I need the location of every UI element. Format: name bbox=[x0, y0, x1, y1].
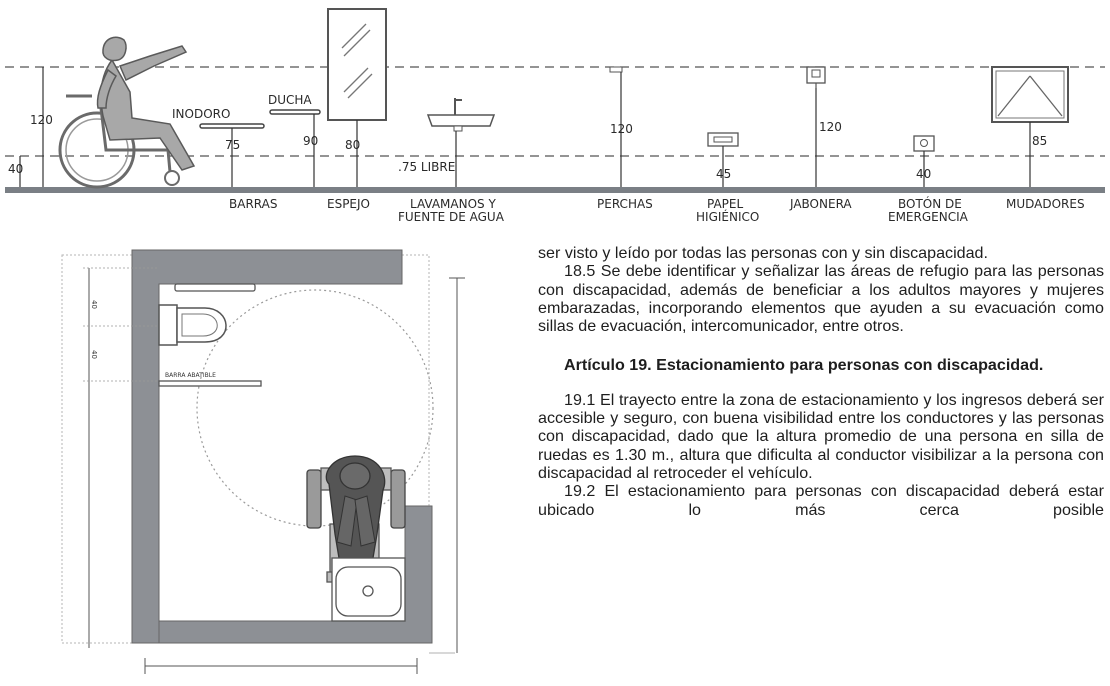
label-boton-1: BOTÓN DE bbox=[898, 196, 962, 211]
label-mudadores: MUDADORES bbox=[1006, 197, 1085, 211]
toilet-icon bbox=[158, 304, 227, 346]
label-barras: BARRAS bbox=[229, 197, 277, 211]
height-40-left: 40 bbox=[8, 162, 23, 176]
height-120-left: 120 bbox=[30, 113, 53, 127]
label-jabonera: JABONERA bbox=[789, 197, 852, 211]
height-120-jabonera: 120 bbox=[819, 120, 842, 134]
bathroom-floor-plan: BARRA ABATIBLE 40 40 bbox=[61, 249, 465, 674]
toilet-paper-icon bbox=[707, 132, 739, 147]
label-papel-2: HIGIÉNICO bbox=[696, 209, 759, 224]
spacer bbox=[538, 335, 1104, 356]
label-inodoro: INODORO bbox=[172, 107, 230, 121]
label-barra-abatible: BARRA ABATIBLE bbox=[165, 372, 216, 379]
label-libre: .75 LIBRE bbox=[398, 160, 455, 174]
dim-40-top: 40 bbox=[90, 300, 98, 309]
changing-table-icon bbox=[991, 66, 1069, 123]
paragraph-18-5: 18.5 Se debe identificar y señalizar las… bbox=[538, 262, 1104, 336]
label-perchas: PERCHAS bbox=[597, 197, 653, 211]
floor-line bbox=[5, 187, 1105, 193]
label-ducha: DUCHA bbox=[268, 93, 312, 107]
body-text-column: ser visto y leído por todas las personas… bbox=[538, 244, 1104, 519]
article-19-heading: Artículo 19. Estacionamiento para person… bbox=[564, 356, 1044, 375]
folding-grab-bar bbox=[158, 380, 262, 387]
height-120-perchas: 120 bbox=[610, 122, 633, 136]
label-lavamanos-2: FUENTE DE AGUA bbox=[398, 210, 505, 224]
wheelchair-user-icon bbox=[58, 36, 196, 189]
height-75: 75 bbox=[225, 138, 240, 152]
label-papel-1: PAPEL bbox=[707, 197, 743, 211]
height-40-boton: 40 bbox=[916, 167, 931, 181]
height-80: 80 bbox=[345, 138, 360, 152]
label-lavamanos-1: LAVAMANOS Y bbox=[410, 197, 496, 211]
height-45: 45 bbox=[716, 167, 731, 181]
emergency-button-icon bbox=[913, 135, 935, 152]
sink-icon bbox=[331, 557, 406, 622]
paragraph-19-2: 19.2 El estacionamiento para personas co… bbox=[538, 482, 1104, 519]
inodoro-bar bbox=[199, 123, 265, 129]
paragraph-continuation: ser visto y leído por todas las personas… bbox=[538, 244, 988, 262]
sink-icon bbox=[426, 98, 496, 132]
grab-bar-top bbox=[174, 283, 256, 292]
mirror-icon bbox=[327, 8, 387, 121]
spacer bbox=[538, 375, 1104, 391]
wall-left bbox=[131, 249, 403, 644]
hook-icon bbox=[609, 66, 623, 73]
dim-40-second: 40 bbox=[90, 350, 98, 359]
height-85: 85 bbox=[1032, 134, 1047, 148]
elevation-diagram: 120 40 INODORO 75 DUCHA 90 80 bbox=[5, 8, 1105, 224]
soap-dispenser-icon bbox=[806, 66, 826, 88]
label-espejo: ESPEJO bbox=[327, 197, 370, 211]
paragraph-19-1: 19.1 El trayecto entre la zona de estaci… bbox=[538, 390, 1104, 482]
label-boton-2: EMERGENCIA bbox=[888, 210, 969, 224]
height-90: 90 bbox=[303, 134, 318, 148]
ducha-bar bbox=[269, 109, 321, 115]
